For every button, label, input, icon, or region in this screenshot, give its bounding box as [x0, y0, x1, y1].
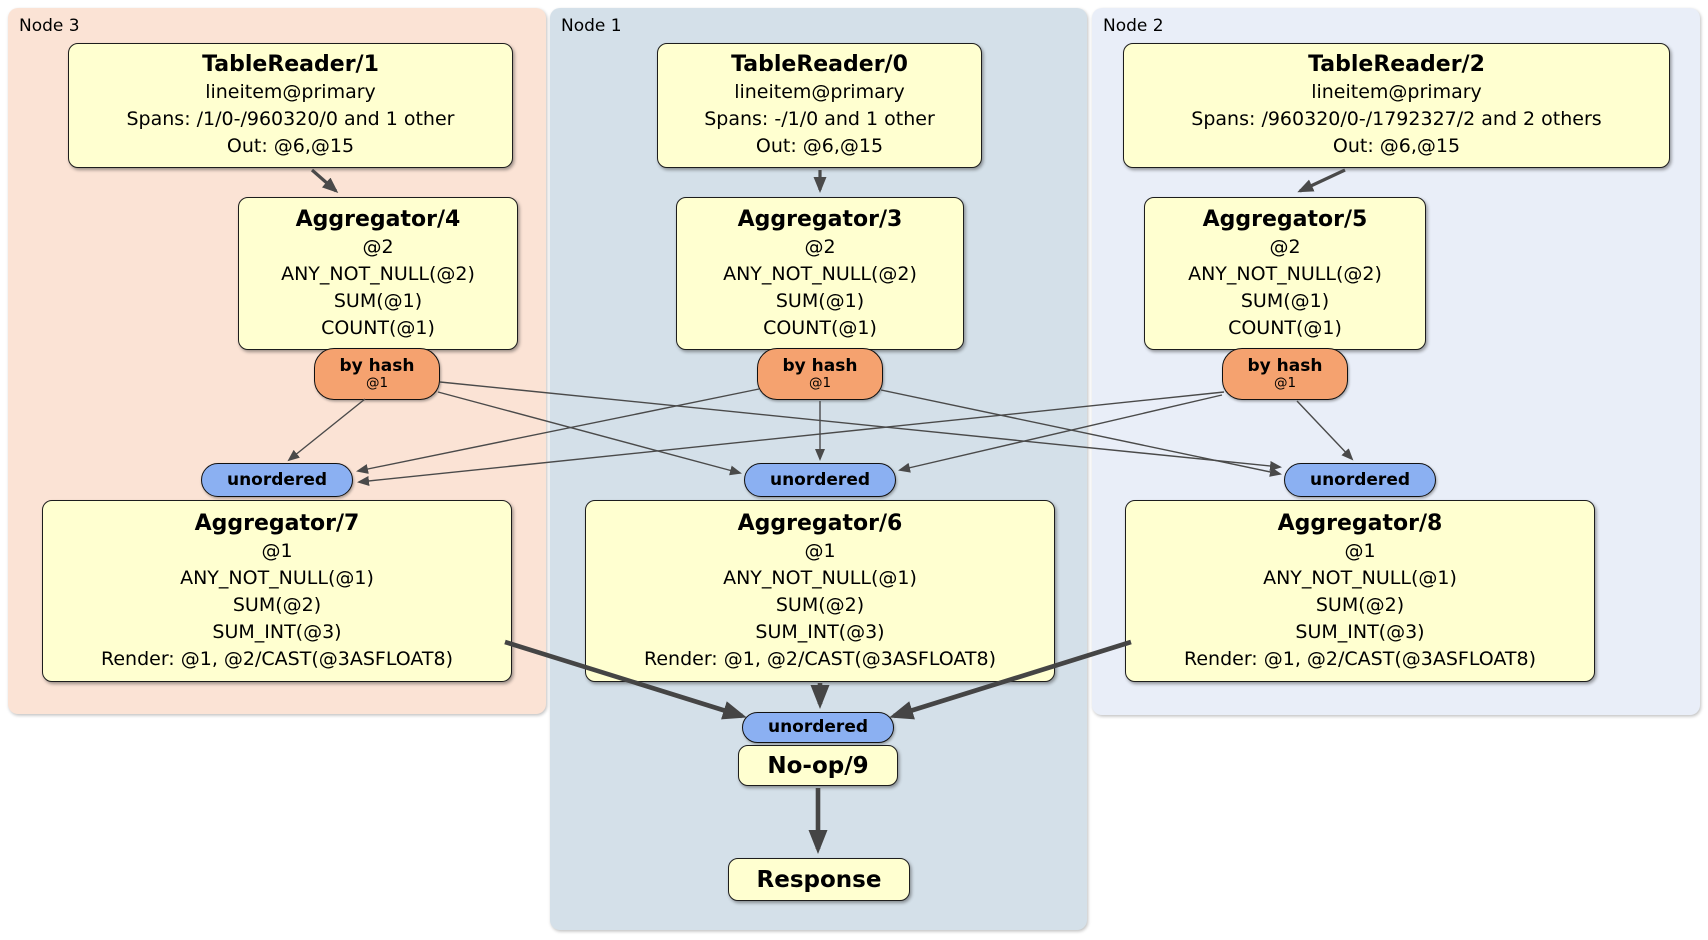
agg-expr: COUNT(@1) [1228, 316, 1342, 339]
aggregator-8-title: Aggregator/8 [1277, 510, 1443, 536]
aggregator-6-title: Aggregator/6 [737, 510, 903, 536]
table-name: lineitem@primary [1311, 81, 1482, 103]
hash-router-node2: by hash @1 [1222, 348, 1348, 400]
node-1-label: Node 1 [561, 16, 622, 36]
aggregator-7-title: Aggregator/7 [194, 510, 360, 536]
sync-label: unordered [769, 469, 871, 490]
out-line: Out: @6,@15 [1332, 135, 1461, 157]
agg-expr: ANY_NOT_NULL(@1) [180, 566, 374, 589]
agg-expr: SUM(@2) [775, 593, 865, 616]
node-3-label: Node 3 [19, 16, 80, 36]
agg-expr: ANY_NOT_NULL(@1) [1263, 566, 1457, 589]
agg-expr: COUNT(@1) [763, 316, 877, 339]
table-name: lineitem@primary [734, 81, 905, 103]
group-col: @1 [1344, 539, 1376, 562]
agg-expr: SUM(@1) [1240, 289, 1330, 312]
agg-expr: SUM(@2) [1315, 593, 1405, 616]
aggregator-4-box: Aggregator/4 @2 ANY_NOT_NULL(@2) SUM(@1)… [238, 197, 518, 350]
unordered-sync-final: unordered [742, 712, 894, 743]
agg-expr: ANY_NOT_NULL(@1) [723, 566, 917, 589]
response-box: Response [728, 858, 910, 901]
group-col: @2 [1269, 235, 1301, 258]
render-expr: Render: @1, @2/CAST(@3ASFLOAT8) [101, 647, 453, 670]
noop-box: No-op/9 [738, 745, 898, 786]
unordered-sync-node2: unordered [1284, 463, 1436, 497]
agg-expr: ANY_NOT_NULL(@2) [1188, 262, 1382, 285]
aggregator-3-box: Aggregator/3 @2 ANY_NOT_NULL(@2) SUM(@1)… [676, 197, 964, 350]
router-key: @1 [1273, 375, 1297, 391]
render-expr: Render: @1, @2/CAST(@3ASFLOAT8) [1184, 647, 1536, 670]
out-line: Out: @6,@15 [755, 135, 884, 157]
aggregator-5-title: Aggregator/5 [1202, 206, 1368, 232]
hash-router-node1: by hash @1 [757, 348, 883, 400]
group-col: @2 [804, 235, 836, 258]
response-title: Response [756, 866, 882, 893]
sync-label: unordered [767, 717, 869, 737]
hash-router-node3: by hash @1 [314, 348, 440, 400]
aggregator-7-box: Aggregator/7 @1 ANY_NOT_NULL(@1) SUM(@2)… [42, 500, 512, 682]
table-reader-0-title: TableReader/0 [731, 52, 908, 77]
router-label: by hash [339, 356, 415, 376]
render-expr: Render: @1, @2/CAST(@3ASFLOAT8) [644, 647, 996, 670]
agg-expr: COUNT(@1) [321, 316, 435, 339]
spans-line: Spans: -/1/0 and 1 other [704, 108, 935, 130]
table-reader-1-box: TableReader/1 lineitem@primary Spans: /1… [68, 43, 513, 168]
spans-line: Spans: /1/0-/960320/0 and 1 other [126, 108, 455, 130]
agg-expr: SUM_INT(@3) [755, 620, 885, 643]
sync-label: unordered [1309, 469, 1411, 490]
agg-expr: SUM(@1) [775, 289, 865, 312]
noop-title: No-op/9 [767, 752, 869, 779]
agg-expr: SUM_INT(@3) [1295, 620, 1425, 643]
spans-line: Spans: /960320/0-/1792327/2 and 2 others [1191, 108, 1602, 130]
router-key: @1 [808, 375, 832, 391]
agg-expr: SUM_INT(@3) [212, 620, 342, 643]
sync-label: unordered [226, 469, 328, 490]
router-key: @1 [365, 375, 389, 391]
agg-expr: SUM(@2) [232, 593, 322, 616]
table-reader-0-box: TableReader/0 lineitem@primary Spans: -/… [657, 43, 982, 168]
group-col: @1 [261, 539, 293, 562]
agg-expr: ANY_NOT_NULL(@2) [281, 262, 475, 285]
aggregator-8-box: Aggregator/8 @1 ANY_NOT_NULL(@1) SUM(@2)… [1125, 500, 1595, 682]
agg-expr: ANY_NOT_NULL(@2) [723, 262, 917, 285]
group-col: @1 [804, 539, 836, 562]
aggregator-3-title: Aggregator/3 [737, 206, 903, 232]
router-label: by hash [1247, 356, 1323, 376]
out-line: Out: @6,@15 [226, 135, 355, 157]
aggregator-6-box: Aggregator/6 @1 ANY_NOT_NULL(@1) SUM(@2)… [585, 500, 1055, 682]
agg-expr: SUM(@1) [333, 289, 423, 312]
unordered-sync-node1: unordered [744, 463, 896, 497]
router-label: by hash [782, 356, 858, 376]
table-reader-2-box: TableReader/2 lineitem@primary Spans: /9… [1123, 43, 1670, 168]
group-col: @2 [362, 235, 394, 258]
table-name: lineitem@primary [205, 81, 376, 103]
table-reader-2-title: TableReader/2 [1308, 52, 1485, 77]
unordered-sync-node3: unordered [201, 463, 353, 497]
node-2-label: Node 2 [1103, 16, 1164, 36]
table-reader-1-title: TableReader/1 [202, 52, 379, 77]
aggregator-5-box: Aggregator/5 @2 ANY_NOT_NULL(@2) SUM(@1)… [1144, 197, 1426, 350]
aggregator-4-title: Aggregator/4 [295, 206, 461, 232]
